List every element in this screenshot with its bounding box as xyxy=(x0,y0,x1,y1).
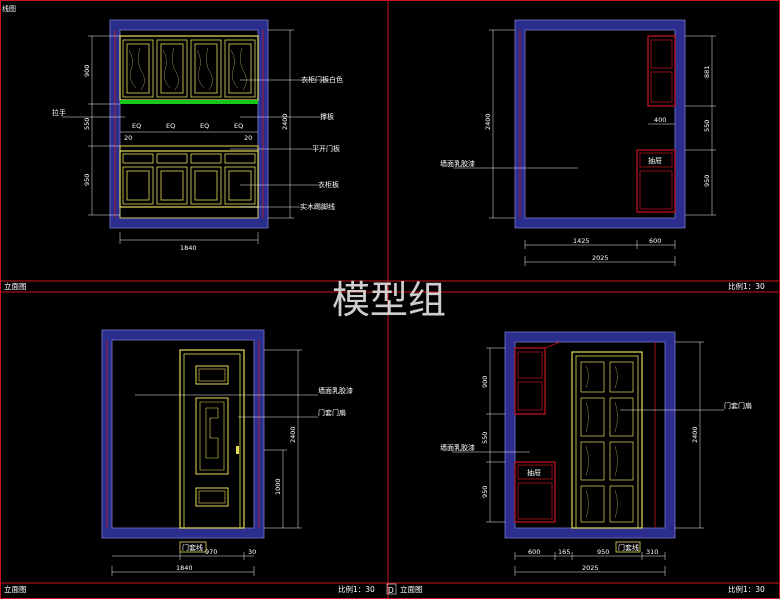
panel-bottom-right: 抽屉 900 550 950 2400 xyxy=(386,331,765,595)
dim-open-width: 1425 xyxy=(573,237,590,245)
eq-label-1: EQ xyxy=(132,122,141,130)
dim-gap: 165 xyxy=(558,548,570,556)
watermark-text: 模型组 xyxy=(332,278,446,322)
panel-top-right: 抽屉 2400 881 550 950 400 1425 600 2025 墙面… xyxy=(440,19,765,291)
label-door-casing: 门套线 xyxy=(182,543,203,552)
dim-total-width: 1840 xyxy=(176,564,193,572)
panel-top-left: EQ EQ EQ EQ 20 20 900 550 950 2400 1840 xyxy=(4,19,343,291)
dim-small-left: 20 xyxy=(124,134,132,142)
door-frame xyxy=(179,349,245,529)
label-cabinet-board: 衣柜板 xyxy=(318,180,339,189)
label-wall-paint: 墙面乳胶漆 xyxy=(318,386,353,395)
door-frame xyxy=(571,351,643,529)
dim-lower-height: 950 xyxy=(83,174,91,186)
dim-total-width: 2025 xyxy=(592,254,609,262)
panel-bottom-left: 2400 1000 门套线 970 30 1840 墙面乳胶漆 门套门扇 立面图… xyxy=(4,329,375,594)
dim-small-right: 20 xyxy=(244,134,252,142)
label-door-leaf: 门套门扇 xyxy=(724,401,752,410)
footer-scale: 比例1：30 xyxy=(728,281,765,291)
dim-lower-height: 950 xyxy=(703,175,711,187)
dim-cabinet-width: 600 xyxy=(528,548,540,556)
dim-middle-height: 550 xyxy=(703,120,711,132)
drawer-cabinet xyxy=(514,461,556,523)
dim-lower-height: 950 xyxy=(481,486,489,498)
dim-upper-height: 900 xyxy=(83,65,91,77)
label-skirting: 实木踢脚线 xyxy=(300,202,335,211)
label-door-casing: 门套线 xyxy=(618,543,639,552)
footer-title: 立面图 xyxy=(400,584,423,594)
upper-shelf xyxy=(647,35,676,107)
led-strip xyxy=(120,100,258,104)
label-support: 撑板 xyxy=(320,112,334,121)
dim-total-height: 2400 xyxy=(484,113,492,130)
upper-shelf xyxy=(514,347,546,415)
footer-title: 立面图 xyxy=(4,584,27,594)
dim-middle-height: 550 xyxy=(83,118,91,130)
room-wall-section xyxy=(101,329,265,539)
dim-total-height: 2400 xyxy=(281,113,289,130)
label-wall-paint: 墙面乳胶漆 xyxy=(440,443,475,452)
dim-middle-height: 550 xyxy=(481,432,489,444)
door-leaf[interactable] xyxy=(183,353,241,529)
eq-label-2: EQ xyxy=(166,122,175,130)
dim-upper-height: 900 xyxy=(481,376,489,388)
door-leaf[interactable] xyxy=(575,355,639,529)
lower-cabinet xyxy=(119,150,259,208)
dim-total-width: 2025 xyxy=(582,564,599,572)
dim-total-width: 1840 xyxy=(180,244,197,252)
countertop xyxy=(119,145,259,152)
label-drawer: 抽屉 xyxy=(648,156,662,165)
room-wall-section xyxy=(504,331,676,539)
label-cabinet-door: 衣柜门板白色 xyxy=(301,75,343,84)
door-handle xyxy=(236,446,239,454)
footer-title: 立面图 xyxy=(4,281,27,291)
footer-scale: 比例1：30 xyxy=(728,584,765,594)
footer-scale: 比例1：30 xyxy=(338,584,375,594)
dim-total-height: 2400 xyxy=(289,426,297,443)
label-drawer: 抽屉 xyxy=(527,468,541,477)
drawer-cabinet xyxy=(636,149,676,213)
corner-title: 线图 xyxy=(2,4,16,13)
drawing-marker: D xyxy=(388,586,394,595)
label-wall-paint: 墙面乳胶漆 xyxy=(440,159,475,168)
dim-upper-height: 881 xyxy=(703,66,711,78)
dim-cabinet-width: 600 xyxy=(649,237,661,245)
skirting xyxy=(119,206,259,219)
dim-door-width: 950 xyxy=(597,548,609,556)
room-wall-section xyxy=(514,19,686,229)
dim-total-height: 2400 xyxy=(691,426,699,443)
label-swing-door: 平开门板 xyxy=(312,144,340,153)
eq-label-3: EQ xyxy=(200,122,209,130)
label-door-leaf: 门套门扇 xyxy=(318,408,346,417)
dim-gap: 30 xyxy=(248,548,256,556)
label-handle: 拉手 xyxy=(52,108,66,117)
dim-handle-height: 1000 xyxy=(274,478,282,495)
eq-label-4: EQ xyxy=(234,122,243,130)
dim-door-width: 970 xyxy=(205,548,217,556)
dim-side: 310 xyxy=(646,548,658,556)
dim-shelf-depth: 400 xyxy=(654,116,666,124)
upper-cabinet xyxy=(119,35,259,101)
